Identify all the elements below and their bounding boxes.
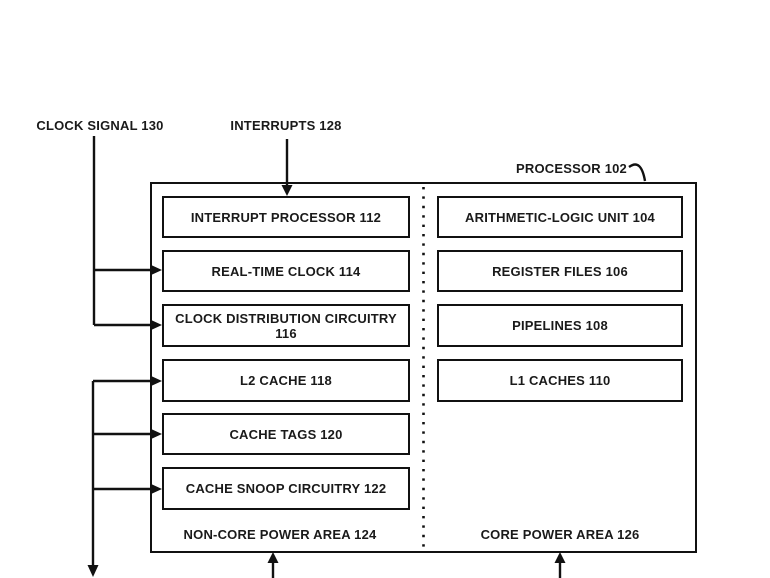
interrupts-arrow: [281, 139, 293, 196]
block-cache-tags: CACHE TAGS 120: [162, 413, 410, 455]
block-arithmetic-logic-unit: ARITHMETIC-LOGIC UNIT 104: [437, 196, 683, 238]
core-power-arrow: [554, 552, 566, 578]
block-real-time-clock: REAL-TIME CLOCK 114: [162, 250, 410, 292]
clock-signal-line: [92, 136, 162, 331]
block-l1-caches: L1 CACHES 110: [437, 359, 683, 402]
core-power-area-label: CORE POWER AREA 126: [480, 527, 640, 542]
non-core-power-arrow: [267, 552, 279, 578]
non-core-power-area-label: NON-CORE POWER AREA 124: [183, 527, 377, 542]
processor-box: [150, 182, 697, 553]
block-register-files: REGISTER FILES 106: [437, 250, 683, 292]
clock-signal-label: CLOCK SIGNAL 130: [36, 118, 164, 133]
processor-label-hook: [628, 163, 647, 182]
block-l2-cache: L2 CACHE 118: [162, 359, 410, 402]
block-cache-snoop-circuitry: CACHE SNOOP CIRCUITRY 122: [162, 467, 410, 510]
cache-distribution-line: [87, 375, 162, 577]
block-pipelines: PIPELINES 108: [437, 304, 683, 347]
block-interrupt-processor: INTERRUPT PROCESSOR 112: [162, 196, 410, 238]
processor-label: PROCESSOR 102: [516, 161, 627, 176]
interrupts-label: INTERRUPTS 128: [230, 118, 342, 133]
block-clock-distribution-circuitry: CLOCK DISTRIBUTION CIRCUITRY 116: [162, 304, 410, 347]
